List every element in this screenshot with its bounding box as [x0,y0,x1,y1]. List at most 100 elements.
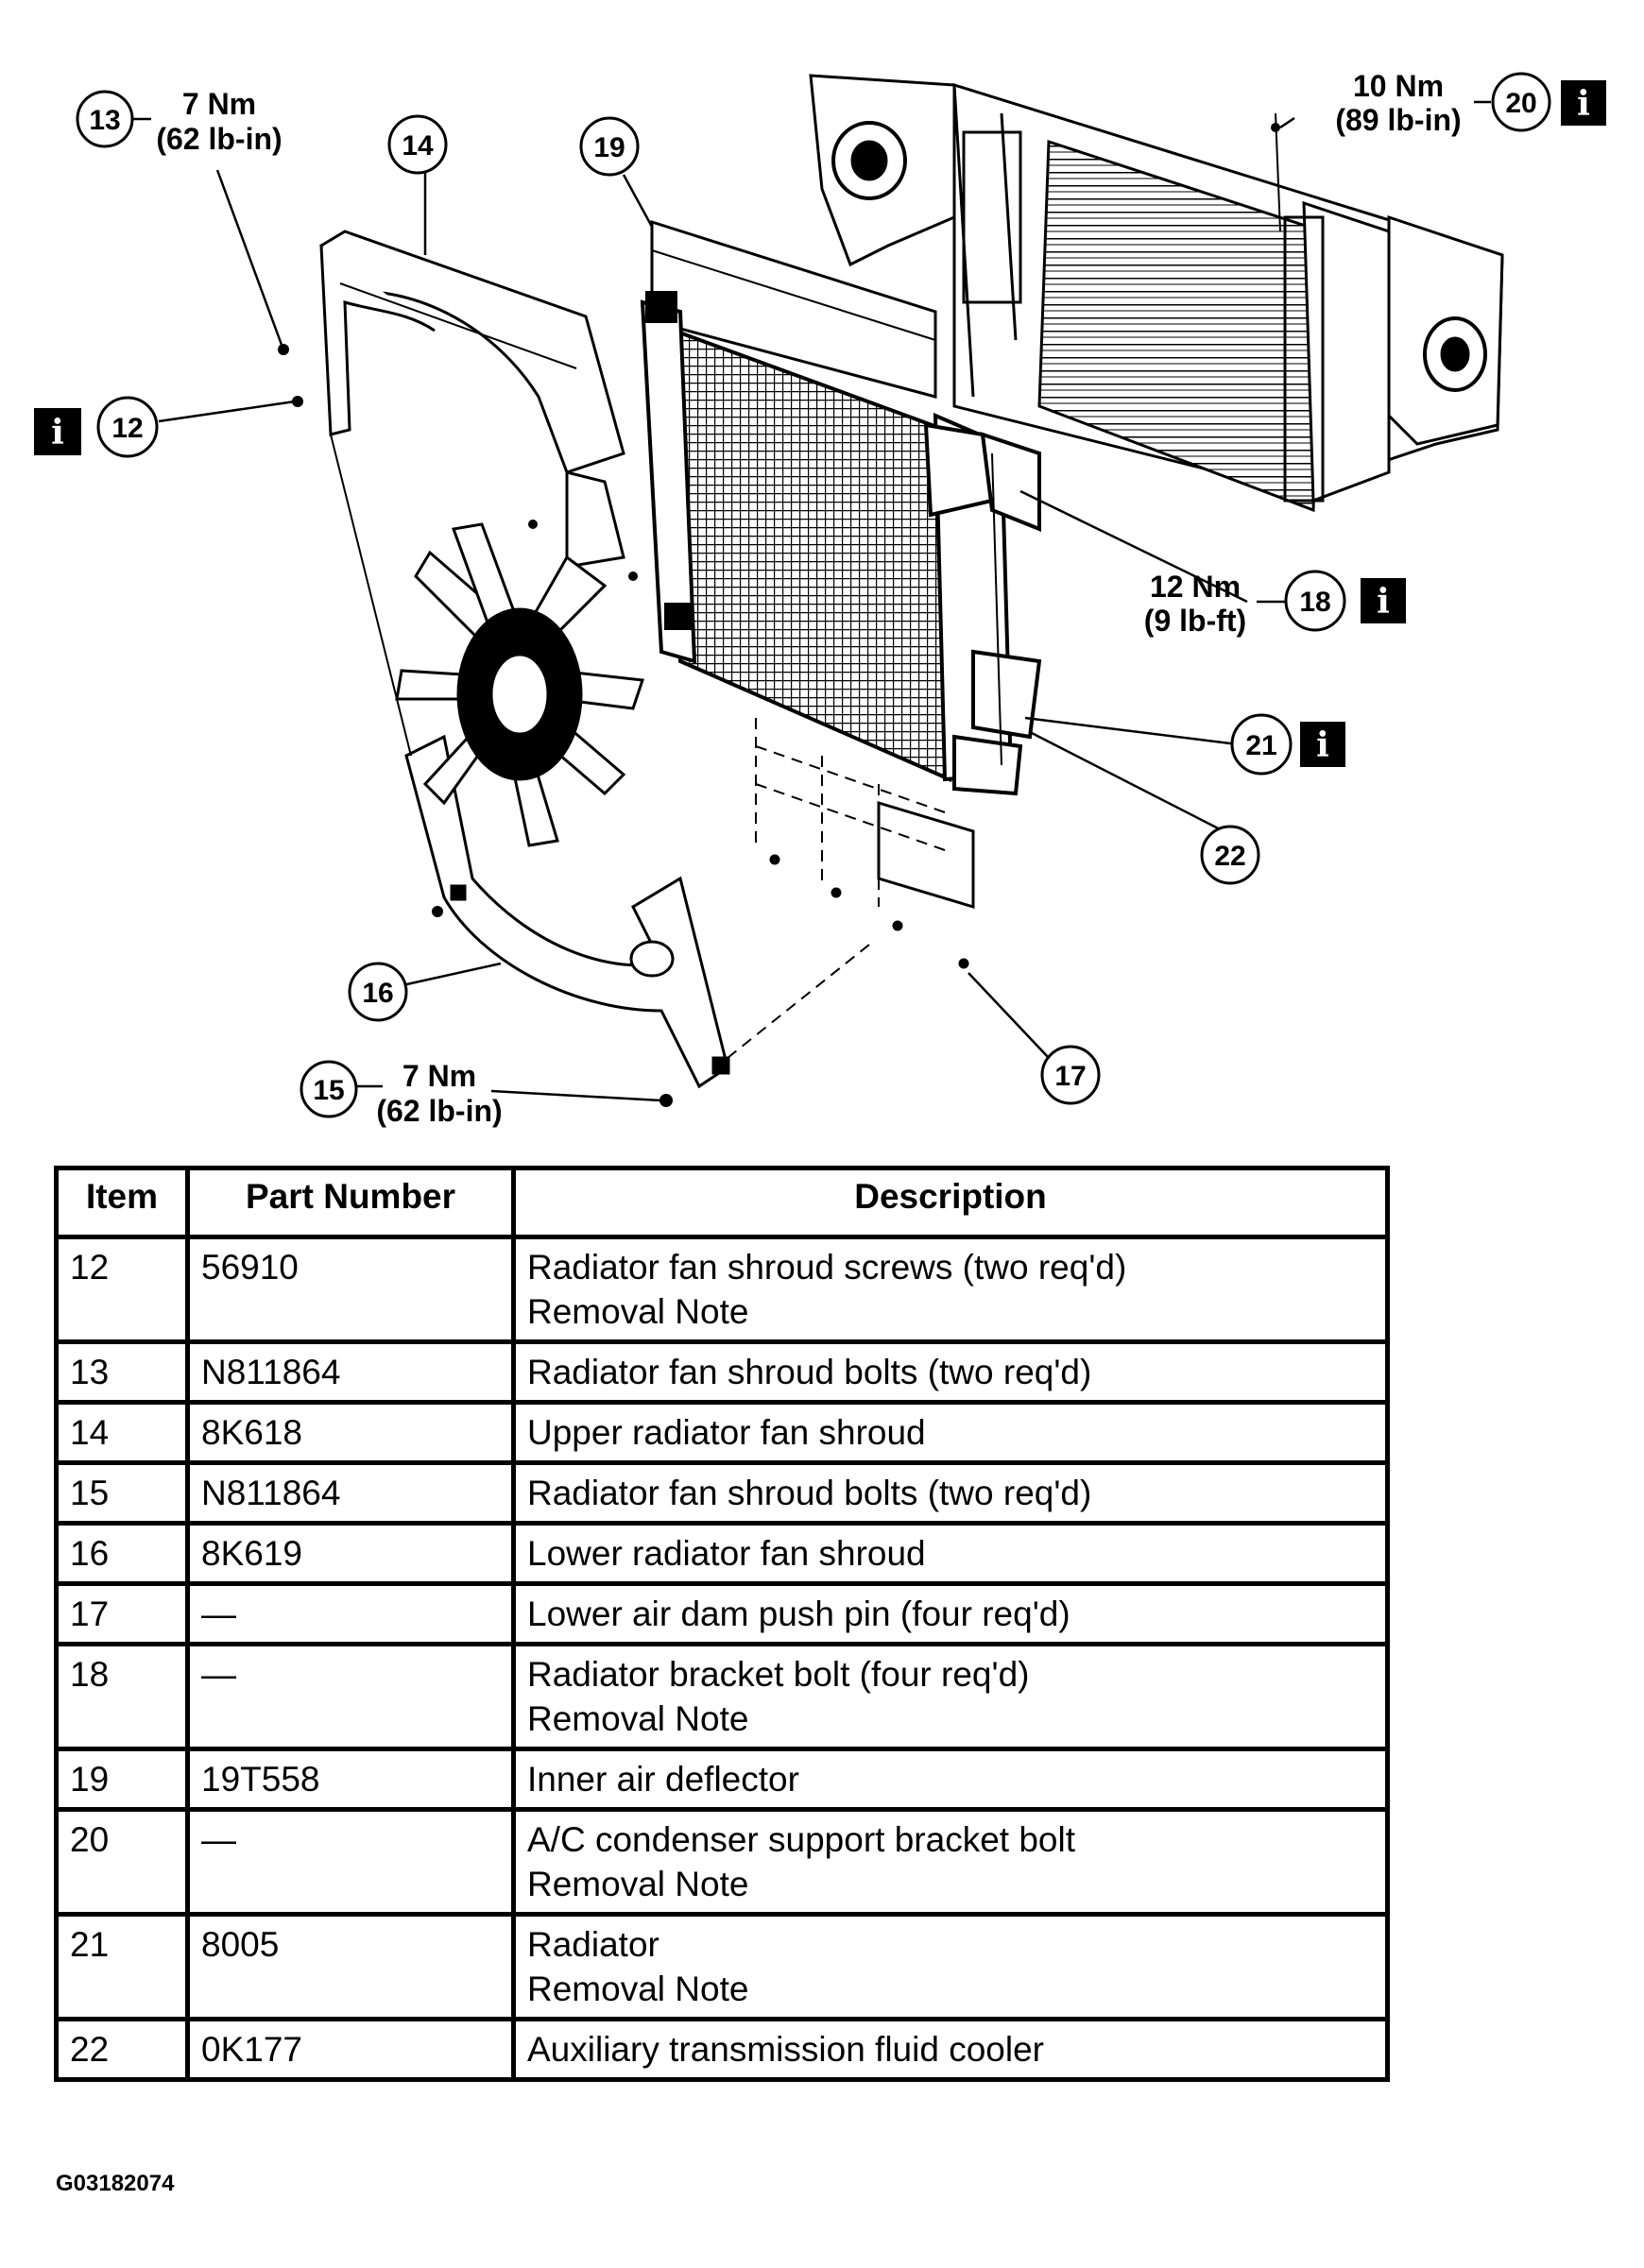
table-row: 18— Radiator bracket bolt (four req'd) Rem… [54,1642,1390,1751]
callout-19-number: 19 [593,132,625,163]
description-cell: Radiator fan shroud bolts (two req'd) [511,1339,1390,1405]
callout-15: 15 7 Nm (62 lb-in) [300,1059,503,1128]
callout-21-info-glyph: i [1316,725,1329,765]
description-cell: Lower radiator fan shroud [511,1521,1390,1586]
radiator [640,291,1042,796]
callout-18-info-glyph: i [1377,582,1390,622]
callout-14-number: 14 [402,130,434,162]
description-cell: Inner air deflector [511,1747,1390,1812]
removal-note-link[interactable]: Removal Note [527,1699,749,1738]
removal-note-link[interactable]: Removal Note [527,1865,749,1903]
cooling-fan [395,522,645,847]
item-number-cell: 17 [54,1581,190,1646]
exploded-diagram: 13 7 Nm (62 lb-in) 14 19 10 Nm (89 lb-in… [34,69,1606,1128]
description-text: Radiator [527,1925,659,1964]
description-text: Radiator fan shroud bolts (two req'd) [527,1474,1092,1512]
callout-16: 16 [348,962,408,1022]
description-cell: Radiator fan shroud bolts (two req'd) [511,1460,1390,1526]
info-icon [34,408,81,455]
callout-13: 13 7 Nm (62 lb-in) [76,87,283,156]
condenser-support-assembly [809,74,1504,513]
item-number-cell: 15 [54,1460,190,1526]
description-cell: Radiator fan shroud screws (two req'd) Re… [511,1235,1390,1344]
part-number-cell: — [185,1807,516,1917]
callout-18: 12 Nm (9 lb-ft) 18 i [1144,570,1406,638]
removal-note-link[interactable]: Removal Note [527,1970,749,2008]
description-cell: Auxiliary transmission fluid cooler [511,2017,1390,2082]
upper-fan-shroud [319,230,625,569]
callout-13-torque-imperial: (62 lb-in) [156,122,282,156]
callout-16-number: 16 [362,978,393,1009]
callout-21: 21 i [1230,713,1345,776]
item-number-cell: 13 [54,1339,190,1405]
part-number-cell: — [185,1581,516,1646]
item-number-cell: 20 [54,1807,190,1917]
part-number-cell: N811864 [185,1460,516,1526]
callout-18-torque-nm: 12 Nm [1150,570,1241,604]
part-number-cell: 19T558 [185,1747,516,1812]
callout-12-info-glyph: i [51,413,64,452]
item-number-cell: 12 [54,1235,190,1344]
description-text: Radiator fan shroud bolts (two req'd) [527,1353,1092,1391]
inner-air-deflector [650,219,937,399]
part-number-cell: 0K177 [185,2017,516,2082]
description-text: Upper radiator fan shroud [527,1413,926,1452]
callout-13-torque-nm: 7 Nm [182,87,256,121]
part-number-cell: N811864 [185,1339,516,1405]
description-text: Lower radiator fan shroud [527,1534,926,1573]
callout-15-torque-imperial: (62 lb-in) [376,1094,502,1128]
item-number-cell: 21 [54,1912,190,2021]
callout-21-number: 21 [1245,730,1276,761]
description-cell: Upper radiator fan shroud [511,1400,1390,1465]
info-icon [1561,80,1606,126]
callout-20-info-glyph: i [1577,84,1590,124]
callout-18-torque-imperial: (9 lb-ft) [1144,604,1246,638]
callout-22: 22 [1200,825,1260,885]
lower-fan-shroud [330,434,870,1089]
item-number-cell: 18 [54,1642,190,1751]
part-number-cell: — [185,1642,516,1751]
description-text: Inner air deflector [527,1760,799,1799]
description-text: Lower air dam push pin (four req'd) [527,1594,1070,1633]
callout-17-number: 17 [1054,1061,1086,1092]
item-number-cell: 22 [54,2017,190,2082]
description-cell: Radiator bracket bolt (four req'd) Remova… [511,1642,1390,1751]
part-number-cell: 8K619 [185,1521,516,1586]
callout-19: 19 [579,116,640,177]
callout-18-number: 18 [1299,587,1330,618]
description-text: Radiator bracket bolt (four req'd) [527,1655,1030,1694]
leader-lines [158,116,1295,1102]
callout-20-torque-imperial: (89 lb-in) [1335,103,1461,137]
fasteners [278,123,1280,1107]
callout-15-number: 15 [313,1075,344,1106]
callout-15-torque-nm: 7 Nm [402,1059,476,1093]
callout-12: i 12 [34,396,159,458]
description-text: A/C condenser support bracket bolt [527,1820,1075,1859]
item-number-cell: 14 [54,1400,190,1465]
callout-20-torque-nm: 10 Nm [1353,69,1444,103]
header-description: Description [511,1166,1390,1239]
callout-22-number: 22 [1214,841,1245,872]
info-icon [1361,578,1406,623]
info-icon [1300,722,1345,767]
callout-20-number: 20 [1505,88,1536,119]
description-text: Radiator fan shroud screws (two req'd) [527,1248,1127,1287]
callout-17: 17 [1040,1045,1101,1105]
part-number-cell: 56910 [185,1235,516,1344]
part-number-cell: 8K618 [185,1400,516,1465]
part-number-cell: 8005 [185,1912,516,2021]
removal-note-link[interactable]: Removal Note [527,1292,749,1331]
header-part-number: Part Number [185,1166,516,1239]
description-text: Auxiliary transmission fluid cooler [527,2030,1044,2069]
header-item: Item [54,1166,190,1239]
